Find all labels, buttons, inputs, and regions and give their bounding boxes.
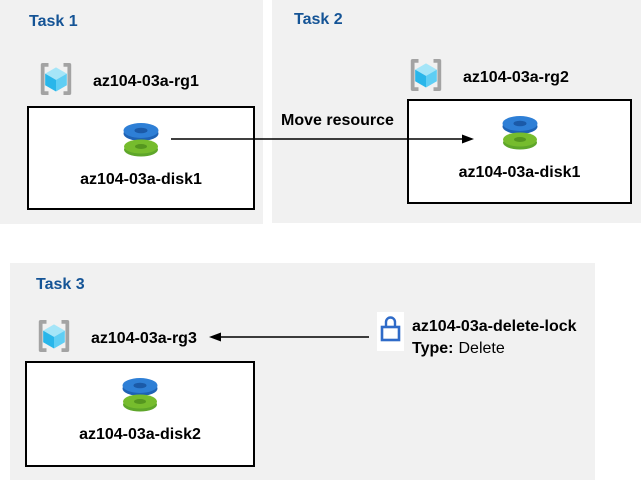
resource-group-name: az104-03a-rg3 (91, 329, 197, 347)
delete-lock-text: az104-03a-delete-lock Type:Delete (412, 316, 577, 360)
disk-name: az104-03a-disk1 (80, 171, 202, 188)
delete-lock-type-value: Delete (458, 340, 505, 357)
delete-lock-type-line: Type:Delete (412, 340, 505, 357)
task1-title: Task 1 (29, 13, 78, 30)
task2-resource-box: az104-03a-disk1 (407, 99, 632, 204)
task1-resource-group: az104-03a-rg1 (36, 59, 199, 104)
task3-resource-group: az104-03a-rg3 (34, 316, 197, 361)
delete-lock-icon-tile (377, 312, 404, 351)
task3-title: Task 3 (36, 276, 85, 293)
resource-group-icon (36, 59, 76, 104)
task1-resource-box: az104-03a-disk1 (27, 106, 255, 210)
resource-group-name: az104-03a-rg2 (463, 68, 569, 86)
resource-group-icon (406, 55, 446, 100)
disk-icon (497, 112, 543, 157)
task2-title: Task 2 (294, 11, 343, 28)
resource-group-name: az104-03a-rg1 (93, 72, 199, 90)
move-resource-label: Move resource (281, 112, 394, 129)
disk-icon (117, 374, 163, 419)
disk-name: az104-03a-disk2 (79, 426, 201, 443)
task3-resource-box: az104-03a-disk2 (25, 361, 255, 467)
disk-name: az104-03a-disk1 (458, 164, 581, 181)
delete-lock-type-label: Type: (412, 340, 454, 357)
resource-group-icon (34, 316, 74, 361)
delete-lock-name: az104-03a-delete-lock (412, 318, 577, 335)
lock-icon (379, 313, 402, 350)
disk-icon (118, 119, 164, 164)
task2-resource-group: az104-03a-rg2 (406, 55, 569, 100)
